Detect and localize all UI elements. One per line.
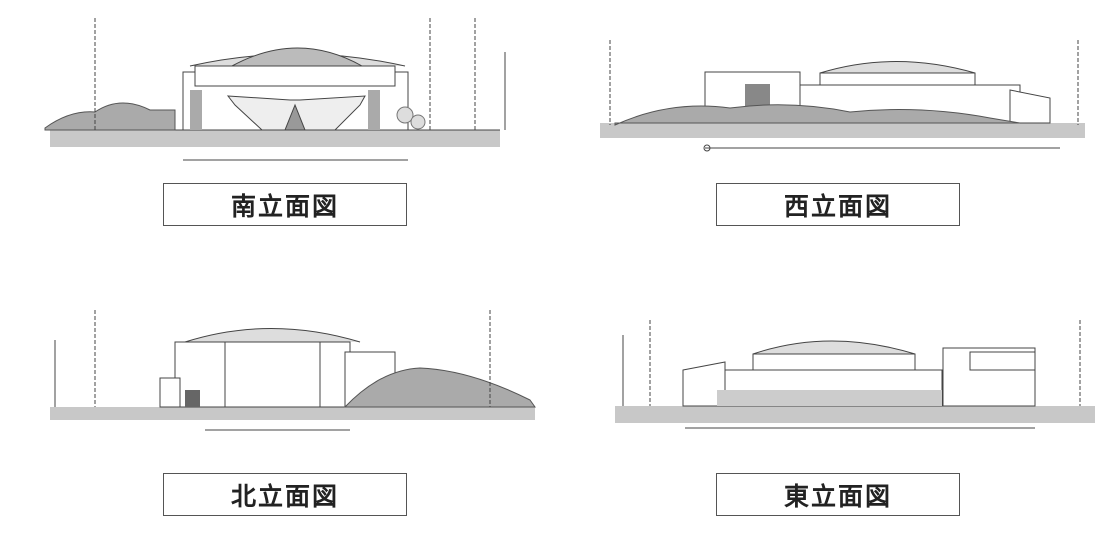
west-elevation-svg <box>600 40 1085 152</box>
south-elevation-label: 南立面図 <box>163 183 407 226</box>
north-elevation-svg <box>50 310 536 431</box>
north-elevation-label: 北立面図 <box>163 473 407 516</box>
north-elevation-drawing <box>0 290 551 470</box>
west-elevation-drawing <box>590 0 1103 180</box>
east-elevation-svg <box>615 320 1095 429</box>
east-elevation-drawing <box>590 290 1103 470</box>
east-elevation-label: 東立面図 <box>716 473 960 516</box>
south-elevation-drawing <box>0 0 551 180</box>
south-elevation-svg <box>44 18 506 161</box>
west-elevation-label: 西立面図 <box>716 183 960 226</box>
